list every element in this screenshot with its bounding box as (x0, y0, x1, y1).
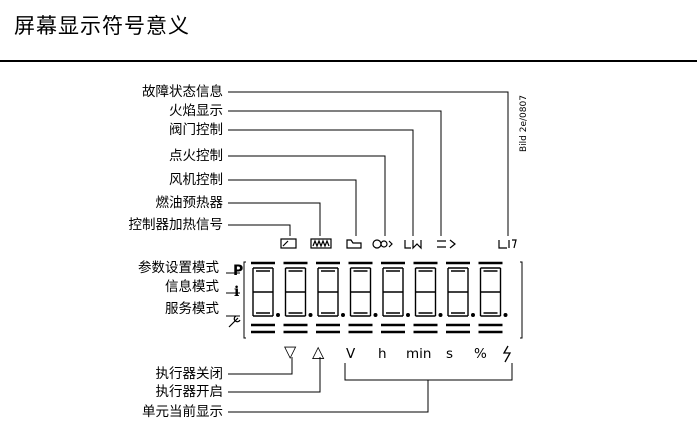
ignition-icon-b (380, 240, 388, 248)
title-divider (0, 60, 697, 62)
label-fault-status: 故障状态信息 (142, 84, 223, 100)
leader-ignition (228, 155, 386, 236)
bild-reference: Bild 2e/0807 (519, 95, 529, 152)
actuator-open-symbol: △ (312, 342, 325, 361)
decimal-point (503, 313, 508, 318)
label-info-mode: 信息模式 (165, 279, 219, 295)
wrench-icon (228, 315, 241, 328)
decimal-point (471, 313, 476, 318)
leader-unit (228, 380, 429, 413)
page-title: 屏幕显示符号意义 (14, 14, 190, 38)
label-preheater: 燃油预热器 (155, 195, 224, 211)
actuator-close-symbol: ▽ (284, 342, 297, 361)
seven-segment-digit (414, 267, 437, 317)
label-unit-display: 单元当前显示 (142, 404, 223, 420)
seven-segment-digit (252, 267, 274, 317)
leader-preheater (228, 202, 321, 236)
label-param-mode: 参数设置模式 (138, 260, 219, 276)
leader-flame (228, 110, 442, 236)
heating-signal-icon (280, 238, 297, 249)
seven-segment-digit (284, 267, 307, 317)
seven-segment-digit (479, 267, 502, 317)
flame-icon (437, 239, 456, 249)
seven-segment-digit (382, 267, 404, 317)
decimal-point (438, 313, 443, 318)
heating-signal-icon-mark (282, 240, 289, 247)
info-mode-mark: i (234, 284, 240, 300)
leader-actuator-close (228, 357, 293, 375)
label-valve: 阀门控制 (169, 122, 223, 138)
label-actuator-close: 执行器关闭 (155, 366, 224, 382)
label-actuator-open: 执行器开启 (155, 384, 224, 400)
fault-icon (498, 239, 517, 249)
indicator-bars (251, 261, 503, 334)
seven-segment-digit (349, 267, 372, 317)
decimal-point (276, 313, 281, 318)
label-heating-signal: 控制器加热信号 (128, 217, 224, 233)
ignition-icon (372, 239, 382, 249)
label-service-mode: 服务模式 (165, 301, 219, 317)
decimal-point (341, 313, 346, 318)
leader-fault (228, 91, 509, 236)
seven-segment-digit (317, 267, 339, 317)
unit-second: s (446, 346, 454, 362)
label-fan: 风机控制 (169, 172, 223, 188)
leader-heating (228, 224, 291, 236)
decimal-point (406, 313, 411, 318)
leader-actuator-open (228, 357, 321, 393)
valve-icon (404, 240, 422, 250)
label-flame: 火焰显示 (169, 103, 223, 119)
preheater-icon-zigzag (312, 239, 330, 248)
preheater-icon (310, 238, 332, 249)
unit-hour: h (378, 346, 387, 362)
leader-fan (228, 179, 357, 236)
seven-segment-digit (447, 267, 469, 317)
unit-bracket (344, 363, 513, 381)
unit-percent: % (474, 346, 487, 362)
leader-valve (228, 129, 414, 236)
bolt-icon (502, 345, 512, 363)
ignition-icon-spark (388, 240, 393, 248)
decimal-point (373, 313, 378, 318)
unit-minute: min (406, 346, 432, 362)
display-frame-left (243, 261, 246, 339)
label-ignition: 点火控制 (169, 148, 223, 164)
digit-group (252, 267, 508, 318)
fan-icon (346, 239, 362, 249)
decimal-point (308, 313, 313, 318)
param-mode-mark: P (233, 263, 244, 279)
display-frame-right (520, 261, 523, 339)
unit-volt: V (346, 346, 356, 362)
